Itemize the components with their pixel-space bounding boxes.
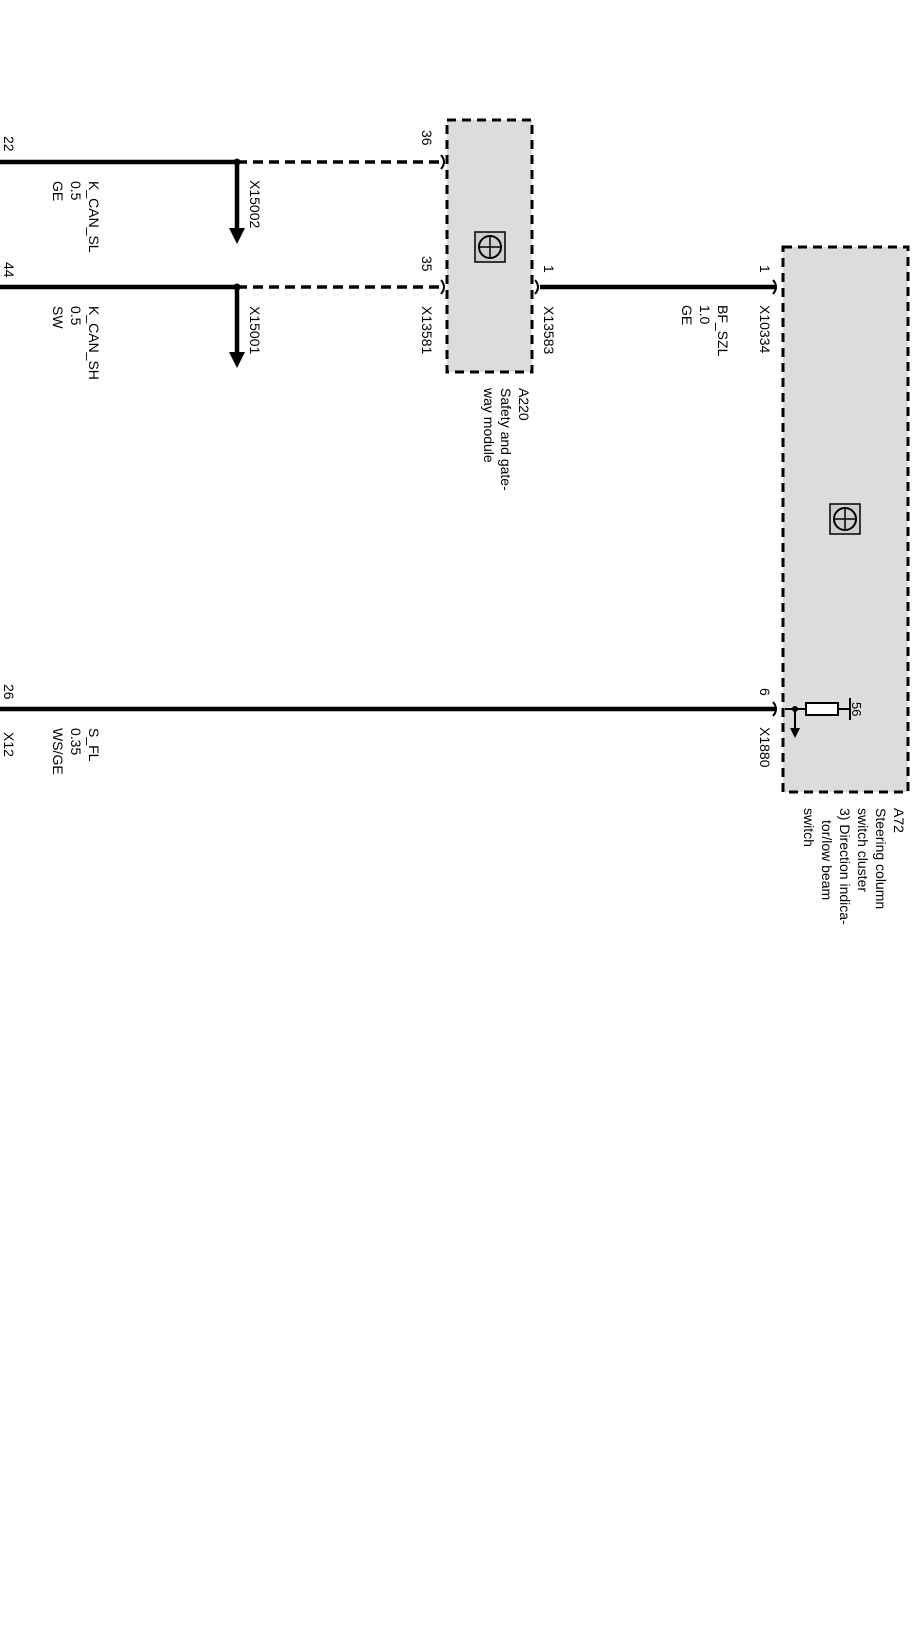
arrow-down-icon	[790, 728, 800, 738]
connector-label: X15002	[247, 180, 263, 228]
pin-label: 1	[541, 265, 557, 273]
wire-name-label: K_CAN_SL	[86, 181, 102, 253]
end-pin-label: 22	[1, 136, 17, 152]
wire-color-label: WS/GE	[50, 728, 66, 775]
wire-name-label: BF_SZL	[715, 305, 731, 357]
arrow-down-icon	[229, 228, 245, 244]
wire-color-label: SW	[50, 306, 66, 329]
pin-label: 35	[419, 256, 435, 272]
connector-symbol	[440, 279, 445, 295]
connector-label: X15001	[247, 306, 263, 354]
a220-bmw-logo-icon	[474, 231, 506, 263]
wire-size-label: 0.5	[68, 306, 84, 326]
module-desc-line: 3) Direction indica-	[837, 808, 853, 925]
pin-label: 1	[757, 265, 773, 273]
wire-color-label: GE	[679, 305, 695, 325]
wire-size-label: 1.0	[697, 305, 713, 325]
wire-size-label: 0.35	[68, 728, 84, 755]
ground-label: 56	[849, 702, 864, 716]
resistor-icon	[805, 702, 839, 716]
arrow-down-icon	[229, 352, 245, 368]
connector-label: X10334	[757, 305, 773, 353]
wire-name-label: K_CAN_SH	[86, 306, 102, 380]
pin-label: 36	[419, 130, 435, 146]
wire-name-label: S_FL	[86, 728, 102, 762]
a72-resistor-circuit	[785, 698, 851, 738]
module-ref-label: A220	[516, 388, 532, 421]
module-ref-label: A72	[891, 808, 907, 833]
connector-label: X13583	[541, 306, 557, 354]
module-desc-line: Steering column	[873, 808, 889, 909]
connector-symbol	[772, 701, 777, 717]
end-connector-label: X12	[1, 732, 17, 757]
connector-symbol	[440, 154, 445, 170]
connector-symbol	[772, 279, 777, 295]
module-desc-line: switch cluster	[855, 808, 871, 892]
connector-label: X13581	[419, 306, 435, 354]
wire-color-label: GE	[50, 181, 66, 201]
connector-symbol	[534, 279, 539, 295]
end-pin-label: 26	[1, 684, 17, 700]
end-pin-label: 44	[1, 262, 17, 278]
module-desc-line: way module	[481, 387, 497, 463]
module-desc-line: tor/low beam	[819, 820, 835, 900]
a72-bmw-logo-icon	[829, 503, 861, 535]
module-desc-line: Safety and gate-	[498, 388, 514, 491]
module-desc-line: switch	[801, 808, 817, 847]
pin-label: 6	[757, 688, 773, 696]
connector-label: X1880	[757, 727, 773, 768]
wire-size-label: 0.5	[68, 181, 84, 201]
